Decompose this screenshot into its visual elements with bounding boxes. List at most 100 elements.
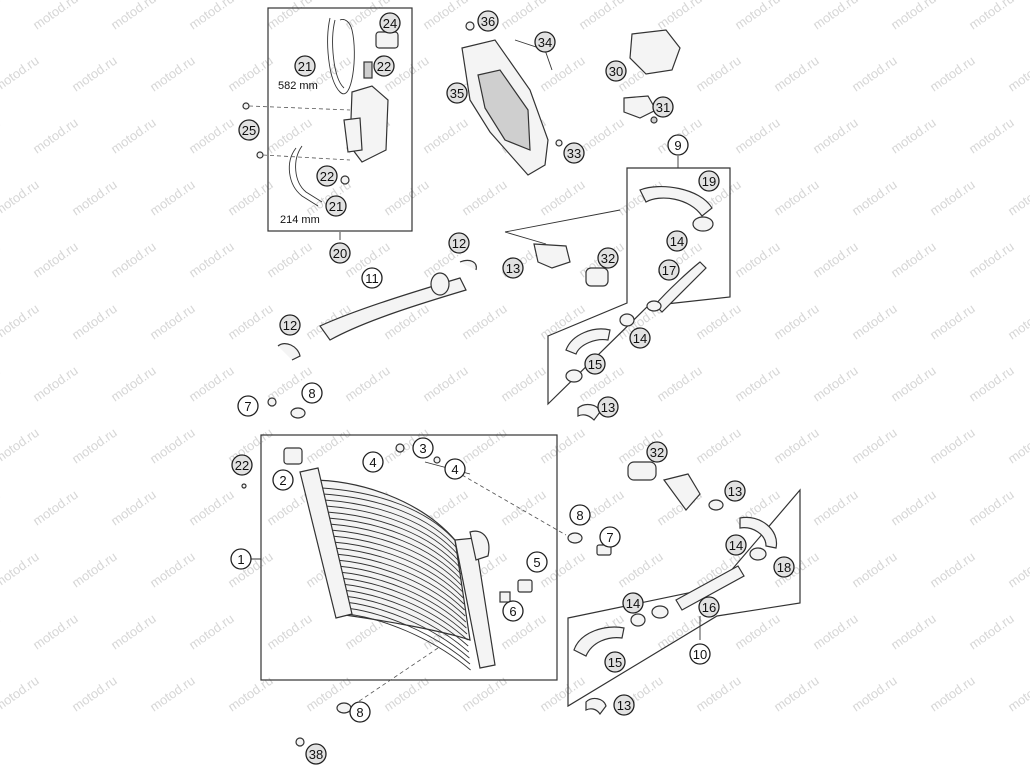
callout-number: 7 bbox=[606, 530, 613, 545]
watermark-text: motod.ru bbox=[381, 177, 432, 219]
watermark-text: motod.ru bbox=[615, 549, 666, 591]
expansion-tank-group-frame bbox=[267, 7, 413, 232]
watermark-text: motod.ru bbox=[732, 0, 783, 32]
watermark-text: motod.ru bbox=[771, 673, 822, 715]
callout-14: 14 bbox=[725, 534, 747, 556]
watermark-text: motod.ru bbox=[771, 425, 822, 467]
callout-circle bbox=[379, 12, 401, 34]
watermark-text: motod.ru bbox=[537, 425, 588, 467]
callout-20: 20 bbox=[329, 242, 351, 264]
watermark-text: motod.ru bbox=[693, 673, 744, 715]
shroud-grommet bbox=[465, 21, 475, 31]
screw-38 bbox=[295, 737, 305, 747]
callout-31: 31 bbox=[652, 96, 674, 118]
thermostat-leader-b bbox=[504, 231, 547, 245]
watermark-text: motod.ru bbox=[186, 0, 237, 32]
callout-30: 30 bbox=[605, 60, 627, 82]
callout-2: 2 bbox=[272, 469, 294, 491]
watermark-text: motod.ru bbox=[810, 0, 861, 32]
watermark-text: motod.ru bbox=[0, 301, 42, 343]
tank-cap bbox=[375, 31, 399, 49]
callout-9: 9 bbox=[667, 134, 689, 156]
radiator-fin bbox=[341, 583, 468, 641]
watermark-text: motod.ru bbox=[732, 115, 783, 157]
watermark-text: motod.ru bbox=[459, 425, 510, 467]
clamp-17 bbox=[646, 300, 662, 312]
watermark-text: motod.ru bbox=[264, 239, 315, 281]
callout-circle bbox=[301, 382, 323, 404]
watermark-text: motod.ru bbox=[225, 673, 276, 715]
callout-circle bbox=[349, 701, 371, 723]
radiator-bolt bbox=[395, 443, 405, 453]
callout-8: 8 bbox=[569, 504, 591, 526]
callout-circle bbox=[446, 82, 468, 104]
callout-circle bbox=[361, 267, 383, 289]
callout-circle bbox=[294, 55, 316, 77]
callout-1: 1 bbox=[230, 548, 252, 570]
callout-circle bbox=[502, 600, 524, 622]
hose-16 bbox=[675, 565, 745, 611]
callout-circle bbox=[605, 60, 627, 82]
watermark-text: motod.ru bbox=[732, 611, 783, 653]
watermark-text: motod.ru bbox=[732, 363, 783, 405]
watermark-text: motod.ru bbox=[927, 301, 978, 343]
fan-shroud-inner bbox=[477, 69, 531, 151]
watermark-text: motod.ru bbox=[537, 53, 588, 95]
callout-32: 32 bbox=[646, 441, 668, 463]
callout-7: 7 bbox=[599, 526, 621, 548]
clamp-22-radiator bbox=[241, 483, 247, 489]
callout-22: 22 bbox=[316, 165, 338, 187]
watermark-text: motod.ru bbox=[0, 549, 42, 591]
watermark-text: motod.ru bbox=[147, 673, 198, 715]
callout-circle bbox=[325, 195, 347, 217]
callout-circle bbox=[569, 504, 591, 526]
hose-17 bbox=[654, 261, 707, 313]
callout-21: 21 bbox=[325, 195, 347, 217]
callout-15: 15 bbox=[584, 353, 606, 375]
thermostat-leader-a bbox=[504, 209, 621, 233]
radiator-left-tank bbox=[299, 467, 353, 619]
radiator-outlet-neck bbox=[469, 530, 490, 561]
watermark-text: motod.ru bbox=[0, 53, 42, 95]
watermark-text: motod.ru bbox=[810, 115, 861, 157]
radiator-fin bbox=[342, 589, 469, 647]
upper-hose-kit bbox=[565, 185, 714, 421]
callout-circle bbox=[724, 480, 746, 502]
callout-number: 36 bbox=[481, 14, 495, 29]
watermark-text: motod.ru bbox=[849, 549, 900, 591]
watermark-text: motod.ru bbox=[888, 0, 939, 32]
callout-number: 10 bbox=[693, 647, 707, 662]
callout-circle bbox=[622, 592, 644, 614]
hose-19 bbox=[639, 185, 713, 217]
screw-lower-guide bbox=[262, 154, 351, 161]
watermark-text: motod.ru bbox=[420, 363, 471, 405]
watermark-text: motod.ru bbox=[108, 487, 159, 529]
callout-number: 14 bbox=[626, 596, 640, 611]
callout-number: 13 bbox=[601, 400, 615, 415]
clamp-14-lower bbox=[651, 605, 669, 619]
callout-number: 1 bbox=[237, 552, 244, 567]
watermark-text: motod.ru bbox=[69, 549, 120, 591]
watermark-text: motod.ru bbox=[537, 673, 588, 715]
thermostat-assembly bbox=[504, 209, 621, 287]
radiator-fin bbox=[321, 487, 459, 545]
radiator-fin bbox=[333, 547, 465, 605]
thermostat-housing-lower bbox=[662, 473, 701, 511]
callout-circle bbox=[362, 451, 384, 473]
callout-21: 21 bbox=[294, 55, 316, 77]
watermark-text: motod.ru bbox=[459, 177, 510, 219]
watermark-text: motod.ru bbox=[186, 611, 237, 653]
callout-circle bbox=[412, 437, 434, 459]
radiator-cap bbox=[283, 447, 303, 465]
watermark-text: motod.ru bbox=[888, 239, 939, 281]
callout-25: 25 bbox=[238, 119, 260, 141]
watermark-text: motod.ru bbox=[0, 115, 3, 157]
callout-number: 34 bbox=[538, 35, 552, 50]
callout-circle bbox=[477, 10, 499, 32]
callout-33: 33 bbox=[563, 142, 585, 164]
callout-circle bbox=[448, 232, 470, 254]
callout-circle bbox=[698, 596, 720, 618]
radiator-fixing-screw bbox=[433, 456, 441, 464]
callout-number: 21 bbox=[329, 199, 343, 214]
